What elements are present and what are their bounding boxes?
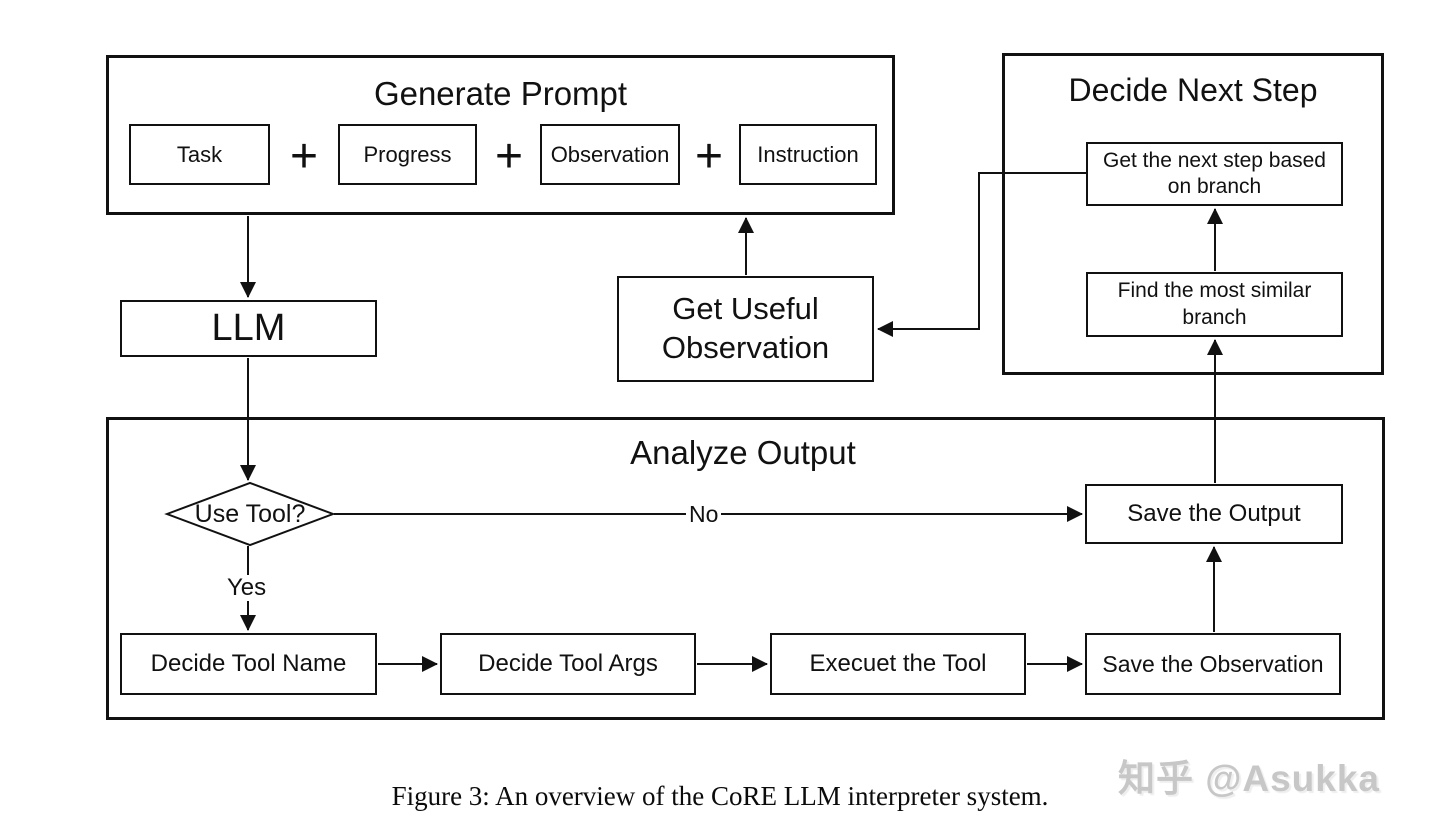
generate-prompt-frame: Generate Prompt <box>106 55 895 215</box>
use-tool-label: Use Tool? <box>194 499 306 528</box>
generate-prompt-title: Generate Prompt <box>373 75 628 112</box>
save-the-output-box: Save the Output <box>1085 484 1343 544</box>
task-box: Task <box>129 124 270 185</box>
progress-box: Progress <box>338 124 477 185</box>
plus-icon: + <box>494 129 524 183</box>
decide-tool-name-box: Decide Tool Name <box>120 633 377 695</box>
observation-box: Observation <box>540 124 680 185</box>
llm-box: LLM <box>120 300 377 357</box>
plus-icon: + <box>694 129 724 183</box>
get-useful-observation-box: Get Useful Observation <box>617 276 874 382</box>
no-branch-label: No <box>686 502 722 527</box>
get-next-step-box: Get the next step based on branch <box>1086 142 1343 206</box>
decide-next-step-title: Decide Next Step <box>1068 72 1318 108</box>
decide-tool-args-box: Decide Tool Args <box>440 633 696 695</box>
analyze-output-title: Analyze Output <box>630 434 856 471</box>
save-the-observation-box: Save the Observation <box>1085 633 1341 695</box>
find-most-similar-branch-box: Find the most similar branch <box>1086 272 1343 337</box>
instruction-box: Instruction <box>739 124 877 185</box>
analyze-output-frame: Analyze Output <box>106 417 1385 720</box>
plus-icon: + <box>289 129 319 183</box>
execute-the-tool-box: Execuet the Tool <box>770 633 1026 695</box>
figure-caption: Figure 3: An overview of the CoRE LLM in… <box>391 781 1049 811</box>
yes-branch-label: Yes <box>224 575 270 601</box>
zhihu-watermark: 知乎 @Asukka <box>1118 758 1380 799</box>
